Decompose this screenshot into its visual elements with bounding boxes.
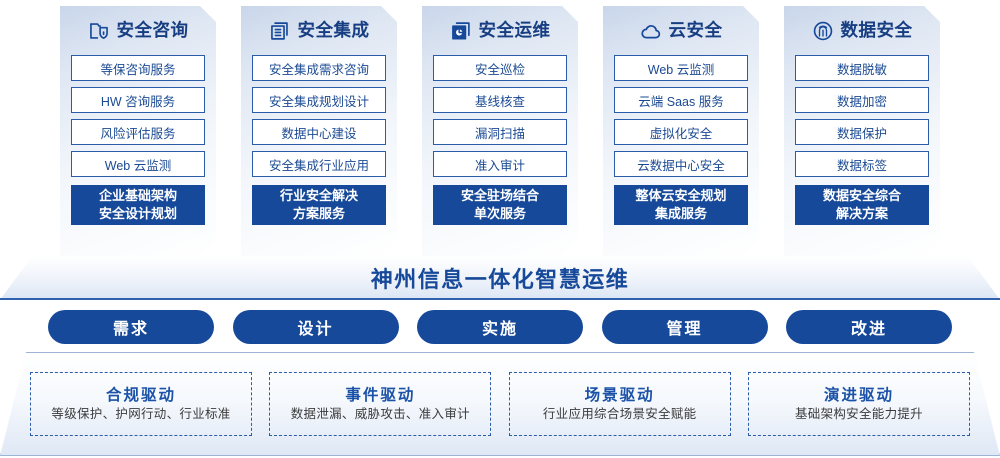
banner-shape — [0, 256, 1000, 300]
pillar-title: 云安全 — [668, 20, 723, 41]
pillar-item[interactable]: 漏洞扫描 — [433, 119, 567, 145]
pillar-item[interactable]: 等保咨询服务 — [71, 55, 205, 81]
phase-pill-improvement[interactable]: 改进 — [786, 310, 952, 344]
drivers-list: 合规驱动 等级保护、护网行动、行业标准 事件驱动 数据泄漏、威胁攻击、准入审计 … — [0, 352, 1000, 456]
pillar-header: 安全咨询 — [88, 18, 189, 44]
pillar-item[interactable]: 数据脱敏 — [795, 55, 929, 81]
driver-title: 合规驱动 — [105, 386, 176, 404]
banner-underline — [0, 298, 1000, 300]
document-list-icon — [269, 20, 291, 42]
document-shield-icon — [88, 20, 110, 42]
driver-title: 事件驱动 — [345, 386, 416, 404]
pillar-header: 云安全 — [640, 18, 723, 44]
pillar-item[interactable]: 云端 Saas 服务 — [614, 87, 748, 113]
pillar-item[interactable]: Web 云监测 — [614, 55, 748, 81]
pillar-accent-item[interactable]: 行业安全解决 方案服务 — [252, 185, 386, 225]
pillar-column-data-security[interactable]: 数据安全 数据脱敏 数据加密 数据保护 数据标签 数据安全综合 解决方案 — [784, 6, 940, 256]
driver-card-scenario[interactable]: 场景驱动 行业应用综合场景安全赋能 — [508, 372, 731, 436]
pillar-accent-item[interactable]: 整体云安全规划 集成服务 — [614, 185, 748, 225]
pillar-item[interactable]: 基线核查 — [433, 87, 567, 113]
pillar-item[interactable]: 安全巡检 — [433, 55, 567, 81]
pillar-item[interactable]: 数据标签 — [795, 151, 929, 177]
drivers-background — [0, 352, 1000, 456]
pillar-columns: 安全咨询 等保咨询服务 HW 咨询服务 风险评估服务 Web 云监测 企业基础架… — [0, 0, 1000, 258]
pillar-accent-item[interactable]: 安全驻场结合 单次服务 — [433, 185, 567, 225]
pillar-item[interactable]: 数据加密 — [795, 87, 929, 113]
fingerprint-icon — [812, 20, 834, 42]
phase-pills: 需求 设计 实施 管理 改进 — [0, 310, 1000, 346]
driver-subtitle: 等级保护、护网行动、行业标准 — [51, 407, 231, 421]
phase-pill-implementation[interactable]: 实施 — [417, 310, 583, 344]
pillar-accent-line: 整体云安全规划 — [635, 188, 727, 204]
pillar-item[interactable]: 风险评估服务 — [71, 119, 205, 145]
pillar-title: 安全运维 — [478, 20, 551, 41]
pillar-accent-line: 安全设计规划 — [98, 206, 177, 221]
pillar-item[interactable]: 数据保护 — [795, 119, 929, 145]
phase-pill-management[interactable]: 管理 — [601, 310, 768, 344]
pillar-item[interactable]: HW 咨询服务 — [71, 87, 205, 113]
driver-subtitle: 基础架构安全能力提升 — [794, 407, 923, 421]
phase-pill-design[interactable]: 设计 — [232, 310, 399, 344]
cloud-icon — [640, 20, 662, 42]
driver-card-evolution[interactable]: 演进驱动 基础架构安全能力提升 — [747, 372, 970, 436]
banner-title: 神州信息一体化智慧运维 — [370, 267, 630, 292]
pillar-column-cloud-security[interactable]: 云安全 Web 云监测 云端 Saas 服务 虚拟化安全 云数据中心安全 整体云… — [603, 6, 759, 256]
pillar-item[interactable]: 虚拟化安全 — [614, 119, 748, 145]
drivers-section: 合规驱动 等级保护、护网行动、行业标准 事件驱动 数据泄漏、威胁攻击、准入审计 … — [0, 352, 1000, 458]
driver-title: 场景驱动 — [584, 386, 655, 404]
pillar-item[interactable]: Web 云监测 — [71, 151, 205, 177]
driver-title: 演进驱动 — [823, 386, 894, 404]
pillar-column-security-integration[interactable]: 安全集成 安全集成需求咨询 安全集成规划设计 数据中心建设 安全集成行业应用 行… — [241, 6, 397, 256]
pillar-accent-line: 单次服务 — [473, 206, 526, 221]
driver-card-incident[interactable]: 事件驱动 数据泄漏、威胁攻击、准入审计 — [269, 372, 492, 436]
driver-card-compliance[interactable]: 合规驱动 等级保护、护网行动、行业标准 — [30, 372, 252, 436]
pillar-header: 数据安全 — [812, 18, 913, 44]
driver-subtitle: 数据泄漏、威胁攻击、准入审计 — [290, 407, 470, 421]
pillar-accent-line: 方案服务 — [292, 206, 345, 221]
pillar-item[interactable]: 安全集成行业应用 — [252, 151, 386, 177]
pillar-accent-item[interactable]: 数据安全综合 解决方案 — [795, 185, 929, 225]
pillar-item[interactable]: 云数据中心安全 — [614, 151, 748, 177]
pillar-title: 数据安全 — [840, 20, 913, 41]
pillar-accent-line: 解决方案 — [835, 206, 888, 221]
driver-subtitle: 行业应用综合场景安全赋能 — [542, 407, 697, 421]
pillar-accent-line: 集成服务 — [654, 206, 707, 221]
pillar-column-security-operations[interactable]: 安全运维 安全巡检 基线核查 漏洞扫描 准入审计 安全驻场结合 单次服务 — [422, 6, 578, 256]
pillar-item[interactable]: 安全集成规划设计 — [252, 87, 386, 113]
pillar-accent-line: 行业安全解决 — [279, 188, 358, 204]
monitor-shield-icon — [450, 20, 472, 42]
pillar-accent-line: 安全驻场结合 — [460, 188, 539, 204]
pillar-item[interactable]: 准入审计 — [433, 151, 567, 177]
pillar-header: 安全集成 — [269, 18, 370, 44]
pillar-item[interactable]: 数据中心建设 — [252, 119, 386, 145]
platform-banner: 神州信息一体化智慧运维 — [0, 256, 1000, 302]
pillar-item[interactable]: 安全集成需求咨询 — [252, 55, 386, 81]
phase-pill-requirement[interactable]: 需求 — [48, 310, 214, 344]
pillar-title: 安全咨询 — [116, 20, 189, 41]
pillar-accent-line: 数据安全综合 — [822, 188, 901, 204]
pillar-title: 安全集成 — [297, 20, 370, 41]
pillar-accent-item[interactable]: 企业基础架构 安全设计规划 — [71, 185, 205, 225]
pillar-header: 安全运维 — [450, 18, 551, 44]
pillar-column-security-consulting[interactable]: 安全咨询 等保咨询服务 HW 咨询服务 风险评估服务 Web 云监测 企业基础架… — [60, 6, 216, 256]
pillar-accent-line: 企业基础架构 — [98, 188, 177, 204]
